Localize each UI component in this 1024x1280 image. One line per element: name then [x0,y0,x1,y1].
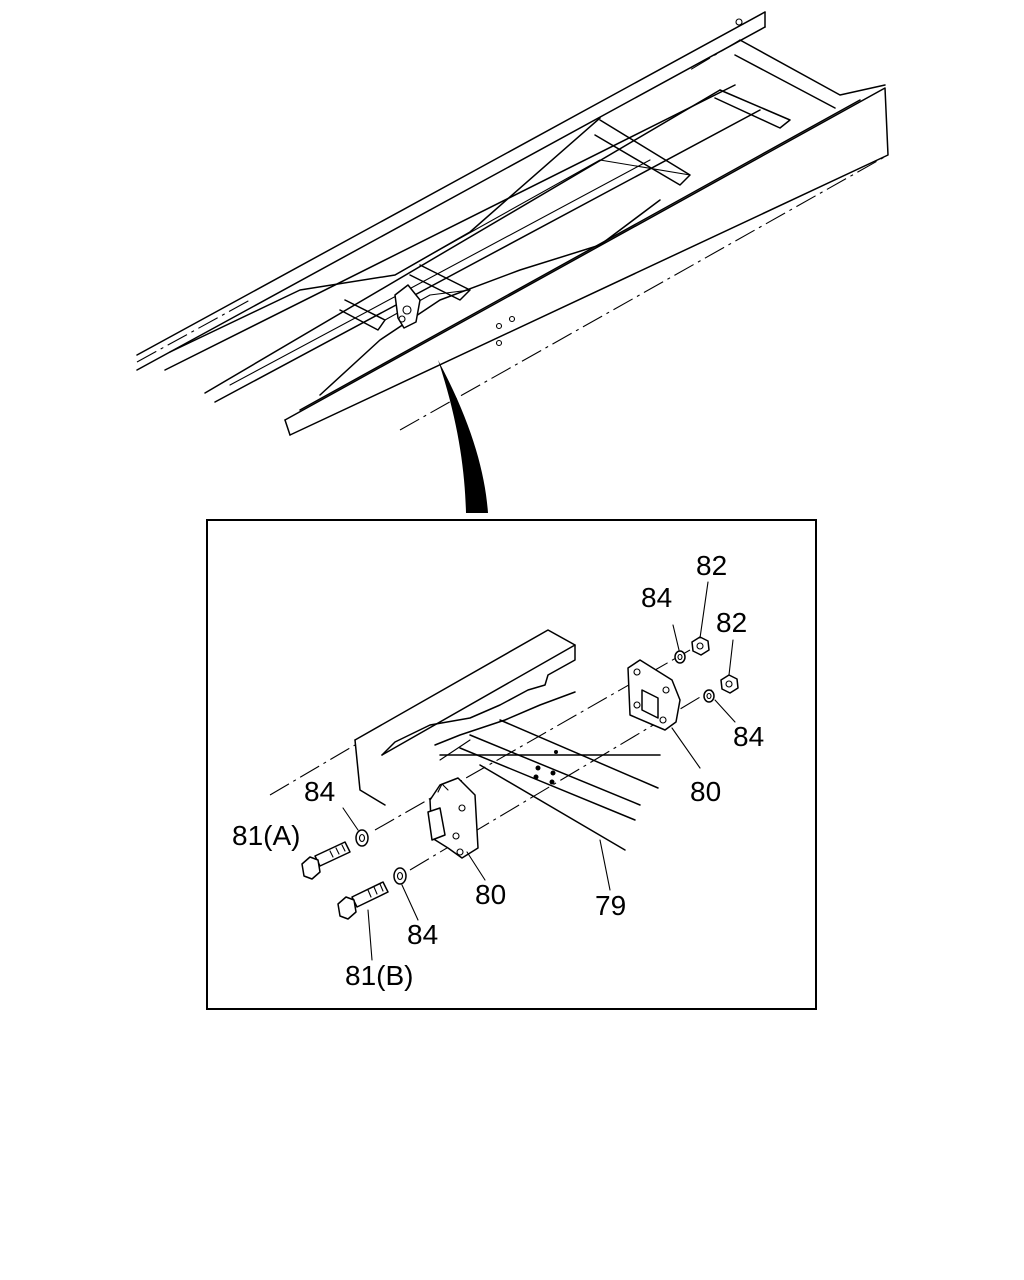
callout-81a: 81(A) [232,820,300,851]
detail-view [269,581,739,961]
callout-82-mid: 82 [716,607,747,638]
washer-84-bottom [393,867,407,885]
nut-82-mid [720,674,739,694]
detail-pointer-arrow [438,360,488,513]
callout-80-left: 80 [475,879,506,910]
callout-79: 79 [595,890,626,921]
callout-84-left: 84 [304,776,335,807]
callout-82-top: 82 [696,550,727,581]
washer-84-top [674,650,686,664]
nut-82-top [691,636,710,656]
callout-84-top: 84 [641,582,672,613]
callout-84-bottom: 84 [407,919,438,950]
bracket-right-80 [627,659,681,731]
bolt-81b [337,881,389,920]
callout-80-right: 80 [690,776,721,807]
callout-81b: 81(B) [345,960,413,991]
callout-84-right: 84 [733,721,764,752]
washer-84-left [355,829,369,847]
detail-frame [206,519,817,1010]
washer-84-right [703,689,715,703]
bolt-81a [301,841,351,880]
bracket-left-80 [427,777,479,859]
chassis-frame-overview [136,11,889,513]
